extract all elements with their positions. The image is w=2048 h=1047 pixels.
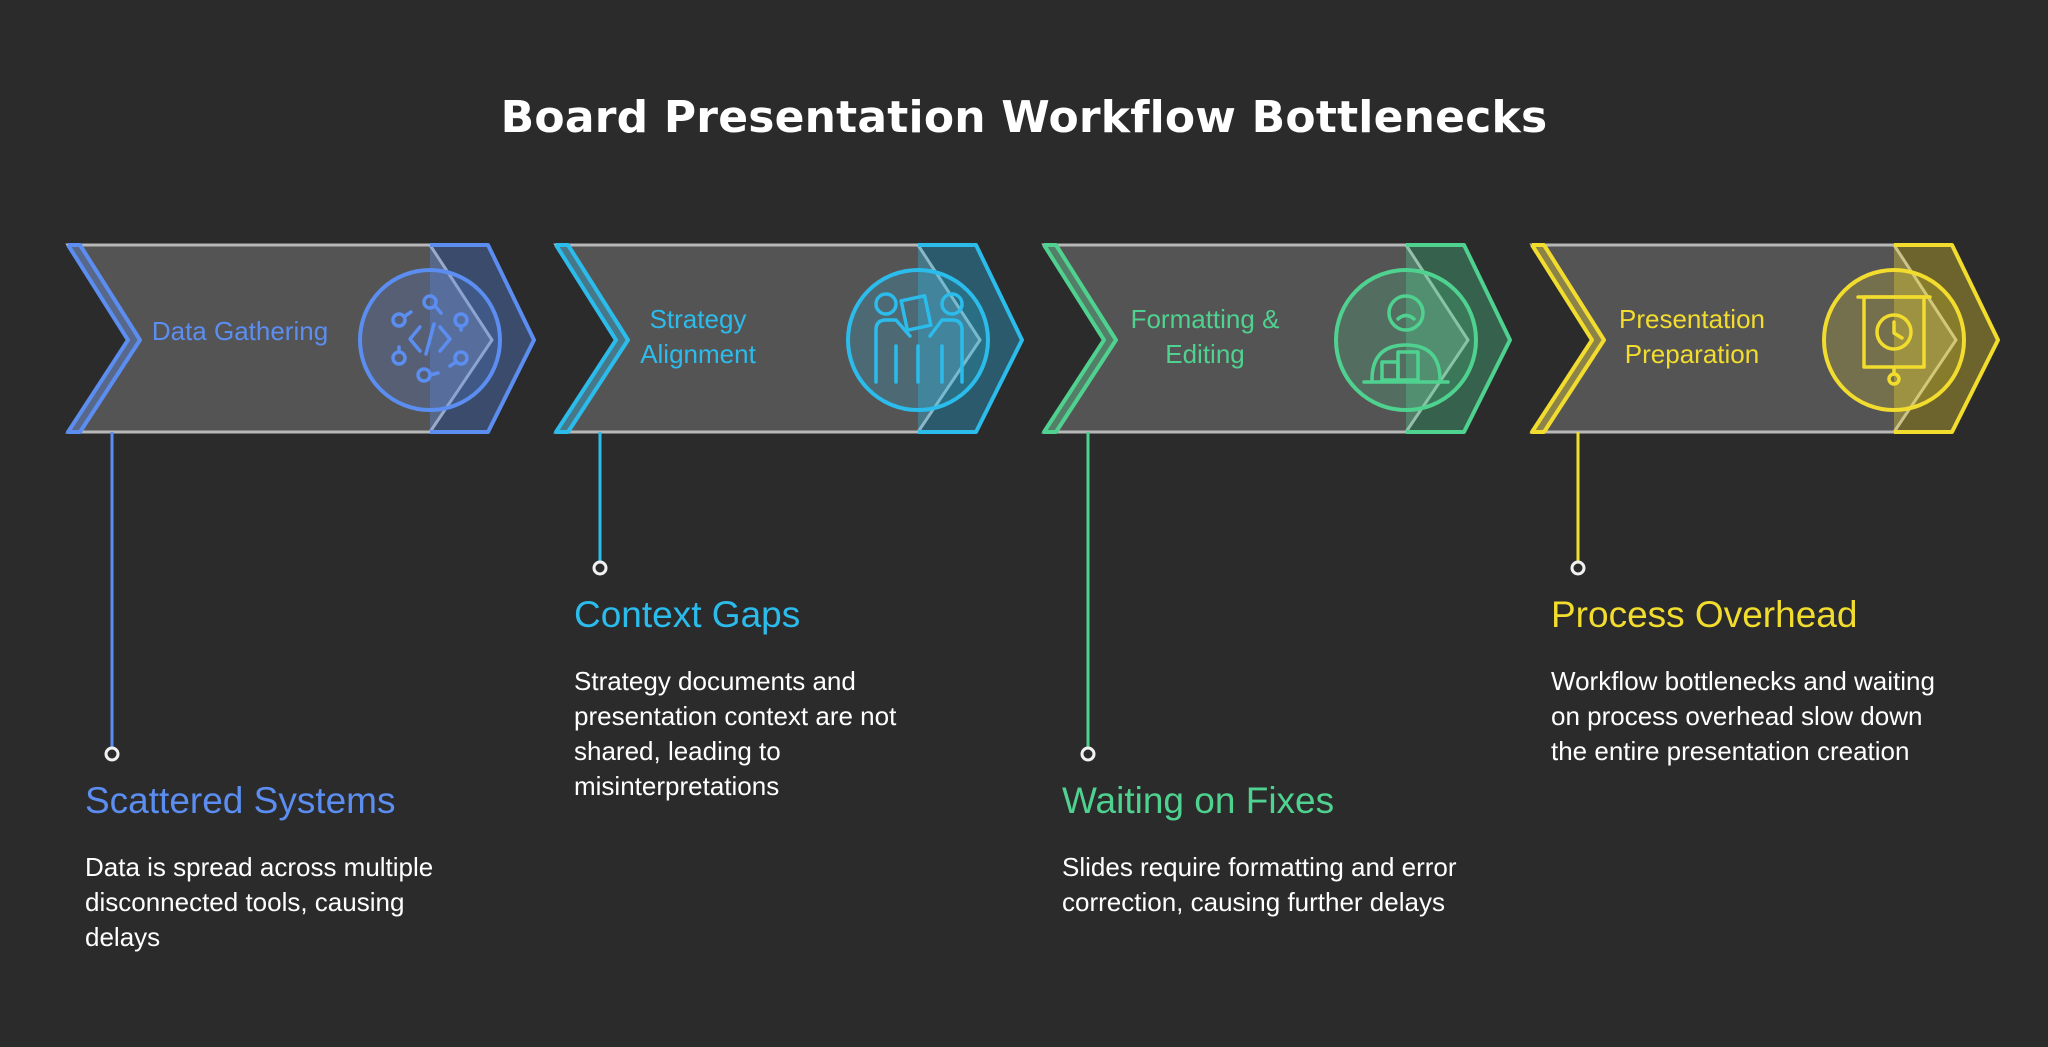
step-label-strategy-alignment: Strategy Alignment xyxy=(640,304,756,369)
step-formatting-editing xyxy=(1041,243,1512,762)
callout-title-scattered-systems: Scattered Systems xyxy=(85,780,396,821)
step-data-gathering xyxy=(65,243,536,762)
callout-desc-waiting-on-fixes: Slides require formatting and error corr… xyxy=(1062,852,1457,917)
code-network-icon xyxy=(391,294,469,383)
callout-title-waiting-on-fixes: Waiting on Fixes xyxy=(1062,780,1335,821)
step-strategy-alignment xyxy=(553,243,1024,576)
callout-desc-context-gaps: Strategy documents and presentation cont… xyxy=(574,666,897,801)
presentation-clock-icon xyxy=(1856,295,1932,386)
callout-title-process-overhead: Process Overhead xyxy=(1551,594,1858,635)
step-label-formatting-editing: Formatting & Editing xyxy=(1130,304,1280,369)
step-label-data-gathering: Data Gathering xyxy=(151,316,329,346)
page-title: Board Presentation Workflow Bottlenecks xyxy=(500,92,1548,143)
people-discussion-icon xyxy=(874,292,964,384)
callout-desc-scattered-systems: Data is spread across multiple disconnec… xyxy=(85,852,434,952)
step-presentation-preparation xyxy=(1529,243,2000,576)
callout-desc-process-overhead: Workflow bottlenecks and waiting on proc… xyxy=(1551,666,1935,766)
callout-title-context-gaps: Context Gaps xyxy=(574,594,801,635)
person-at-desk-icon xyxy=(1362,294,1450,384)
step-label-presentation-preparation: Presentation Preparation xyxy=(1619,304,1765,369)
